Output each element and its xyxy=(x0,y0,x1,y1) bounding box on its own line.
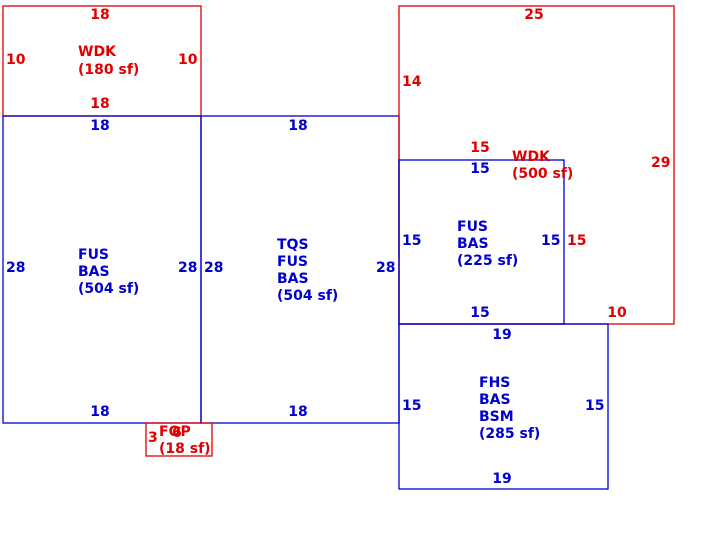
fus-right-bottom-dim: 15 xyxy=(470,305,489,321)
fus-right-line-2: BAS xyxy=(457,236,489,252)
wdk-left-bottom-dim: 18 xyxy=(90,96,109,112)
fus-left-left-dim: 28 xyxy=(6,260,25,276)
fop-area: (18 sf) xyxy=(159,441,211,457)
wdk-right-code: WDK xyxy=(512,149,551,165)
tqs-mid-line-1: TQS xyxy=(277,237,309,253)
fop-code: FOP xyxy=(159,424,191,440)
fus-left-bottom-dim: 18 xyxy=(90,404,109,420)
fhs-right-dim: 15 xyxy=(585,398,604,414)
wdk-right-left-dim: 14 xyxy=(402,74,422,90)
fhs-line-1: FHS xyxy=(479,375,510,391)
wdk-right-outline xyxy=(398,5,675,325)
fhs-line-3: BSM xyxy=(479,409,514,425)
wdk-right-right-dim: 29 xyxy=(651,155,670,171)
wdk-right-top-dim: 25 xyxy=(524,7,543,23)
fus-left-line-3: (504 sf) xyxy=(78,281,139,297)
fhs-line-2: BAS xyxy=(479,392,511,408)
fhs-line-4: (285 sf) xyxy=(479,426,540,442)
fhs-top-dim: 19 xyxy=(492,327,511,343)
wdk-right-area: (500 sf) xyxy=(512,166,573,182)
fop-top-dim: 6 xyxy=(172,425,182,441)
tqs-mid-bottom-dim: 18 xyxy=(288,404,307,420)
wdk-right-inner-right-dim: 15 xyxy=(567,233,586,249)
fus-left-right-dim: 28 xyxy=(178,260,197,276)
fus-left-line-2: BAS xyxy=(78,264,110,280)
wdk-left-right-dim: 10 xyxy=(178,52,198,68)
wdk-right-inner-top-dim: 15 xyxy=(470,140,489,156)
wdk-right-bottom-dim: 10 xyxy=(607,305,627,321)
fop-left-dim: 3 xyxy=(148,430,158,446)
fus-left-line-1: FUS xyxy=(78,247,109,263)
fus-right-line-3: (225 sf) xyxy=(457,253,518,269)
fus-right-line-1: FUS xyxy=(457,219,488,235)
fus-left-top-dim: 18 xyxy=(90,118,109,134)
wdk-left-area: (180 sf) xyxy=(78,62,139,78)
wdk-left-top-dim: 18 xyxy=(90,7,109,23)
tqs-mid-line-4: (504 sf) xyxy=(277,288,338,304)
tqs-mid-left-dim: 28 xyxy=(204,260,223,276)
wdk-left-left-dim: 10 xyxy=(6,52,26,68)
tqs-mid-line-3: BAS xyxy=(277,271,309,287)
tqs-mid-right-dim: 28 xyxy=(376,260,395,276)
fus-right-right-dim: 15 xyxy=(541,233,560,249)
fhs-outline xyxy=(398,323,609,490)
tqs-mid-line-2: FUS xyxy=(277,254,308,270)
fus-right-top-dim: 15 xyxy=(470,161,489,177)
tqs-mid-top-dim: 18 xyxy=(288,118,307,134)
fhs-left-dim: 15 xyxy=(402,398,421,414)
fop-outline xyxy=(145,422,213,457)
wdk-left-code: WDK xyxy=(78,44,117,60)
fhs-bottom-dim: 19 xyxy=(492,471,511,487)
fus-right-left-dim: 15 xyxy=(402,233,421,249)
